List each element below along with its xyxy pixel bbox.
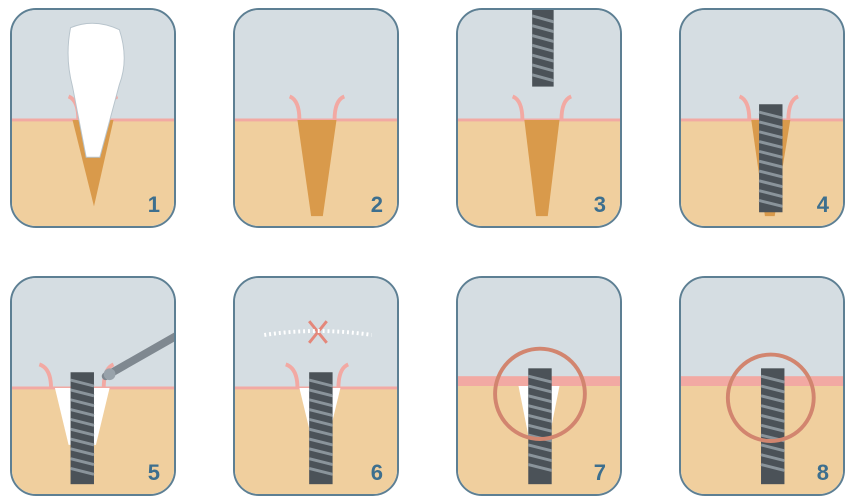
- implant-screw-icon: [759, 104, 782, 212]
- step-panel-5: 5: [10, 276, 176, 496]
- step-number: 3: [594, 192, 606, 218]
- step-panel-4: 4: [679, 8, 845, 228]
- implant-screw-icon: [528, 368, 551, 484]
- step-number: 1: [148, 192, 160, 218]
- implant-screw-icon: [71, 372, 94, 484]
- step-number: 7: [594, 460, 606, 486]
- step-number: 8: [817, 460, 829, 486]
- step-panel-1: 1: [10, 8, 176, 228]
- implant-screw-icon: [309, 372, 332, 484]
- step-number: 6: [371, 460, 383, 486]
- step-panel-2: 2: [233, 8, 399, 228]
- step-panel-6: 6: [233, 276, 399, 496]
- step-panel-8: 8: [679, 276, 845, 496]
- implant-screw-icon: [761, 368, 784, 484]
- step-number: 2: [371, 192, 383, 218]
- step-number: 4: [817, 192, 829, 218]
- step-panel-3: 3: [456, 8, 622, 228]
- step-panel-7: 7: [456, 276, 622, 496]
- step-number: 5: [148, 460, 160, 486]
- implant-screw-icon: [532, 10, 553, 87]
